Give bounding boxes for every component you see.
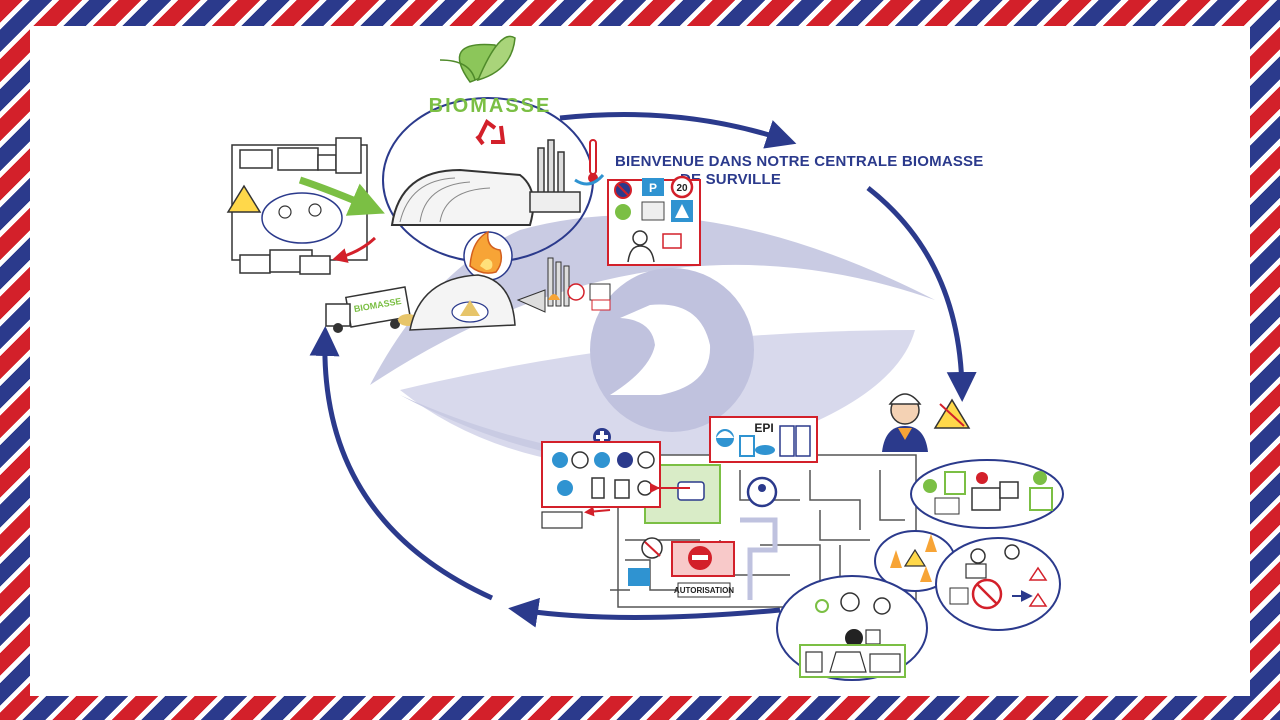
authorization-label: AUTORISATION xyxy=(674,586,734,595)
ppe-board: EPI xyxy=(709,416,818,463)
detector-icon xyxy=(614,479,630,499)
warning-sign-icon xyxy=(226,184,262,213)
container-icon xyxy=(869,653,901,673)
evacuation-circle xyxy=(910,459,1064,529)
badge-icon xyxy=(662,233,682,249)
emergency-sign-icon xyxy=(628,568,650,586)
assembly-icon xyxy=(1029,487,1053,511)
ear-protection-icon xyxy=(617,452,633,468)
waste-bag-icon xyxy=(845,629,863,647)
magnifier-icon xyxy=(873,597,891,615)
person-icon xyxy=(278,205,292,219)
works-zone-circle xyxy=(874,530,986,592)
delivery-scene xyxy=(226,137,385,275)
recycle-icon xyxy=(475,118,506,146)
respirator-icon xyxy=(557,480,573,496)
helmet-icon xyxy=(888,393,922,405)
gear-icon xyxy=(815,599,829,613)
whiteboard-canvas: BIOMASSE xyxy=(30,26,1250,696)
worker-icon xyxy=(632,230,648,246)
electric-icon xyxy=(637,451,655,469)
ppe-title: EPI xyxy=(754,421,773,435)
cycle-arrow-bottom xyxy=(508,597,781,628)
cycle-arrow-left xyxy=(309,326,494,601)
parking-sign-icon xyxy=(642,178,664,196)
cycle-arrow-right xyxy=(866,186,977,402)
truck-icon xyxy=(239,149,273,169)
cycle-arrows xyxy=(309,112,977,628)
plant-scene: BIOMASSE xyxy=(382,35,605,263)
truck-icon xyxy=(239,254,271,274)
diagram-svg: BIOMASSE xyxy=(226,35,1064,681)
fire-icon xyxy=(463,230,513,281)
traffic-cone-icon xyxy=(920,566,932,582)
trousers-icon xyxy=(795,425,811,457)
permit-circle xyxy=(935,537,1061,631)
safety-equipment-board xyxy=(541,428,690,529)
map-icon xyxy=(641,201,665,221)
title-block: BIENVENUE DANS NOTRE CENTRALE BIOMASSE D… xyxy=(615,153,983,188)
glove-icon xyxy=(552,452,568,468)
technician-figure xyxy=(882,393,971,452)
dumpster-icon xyxy=(829,651,867,673)
site-signage-board: P 20 xyxy=(607,175,701,266)
site-map: AUTORISATION xyxy=(610,454,917,608)
speed-limit-sign xyxy=(670,175,694,199)
person-icon xyxy=(308,203,322,217)
vest-icon xyxy=(739,435,755,457)
jacket-icon xyxy=(779,425,795,457)
truck-cab-icon xyxy=(325,303,351,327)
title-line-1: BIENVENUE DANS NOTRE CENTRALE BIOMASSE xyxy=(615,153,983,170)
biomasse-label: BIOMASSE xyxy=(429,95,552,117)
traffic-cone-icon xyxy=(925,534,937,552)
cycle-arrow-top xyxy=(559,112,797,149)
check-icon xyxy=(923,479,937,493)
biomass-delivery-truck: BIOMASSE xyxy=(325,257,611,333)
document-icon xyxy=(335,137,362,174)
check-icon xyxy=(1033,471,1047,485)
cross-icon xyxy=(976,472,988,484)
title-line-2: DE SURVILLE xyxy=(680,171,781,188)
green-check-icon xyxy=(615,204,631,220)
traffic-cone-icon xyxy=(890,550,902,568)
worker-icon xyxy=(840,592,860,612)
leaf-icon xyxy=(476,35,516,82)
vehicle-icon xyxy=(677,481,705,501)
operator-icon xyxy=(970,548,986,564)
thermometer-icon xyxy=(589,139,597,175)
glove-icon xyxy=(755,445,775,455)
harness-icon xyxy=(591,477,605,499)
worker-icon xyxy=(1004,544,1020,560)
waste-sorting-circle xyxy=(776,575,928,681)
machine-icon xyxy=(541,511,583,529)
bin-icon xyxy=(805,651,823,673)
works-sign-icon xyxy=(903,548,927,567)
goggles-icon xyxy=(594,452,610,468)
speed-limit-value: 20 xyxy=(676,183,688,194)
mask-icon xyxy=(571,451,589,469)
svg-text:P: P xyxy=(649,181,657,195)
exit-door-icon xyxy=(944,471,966,495)
